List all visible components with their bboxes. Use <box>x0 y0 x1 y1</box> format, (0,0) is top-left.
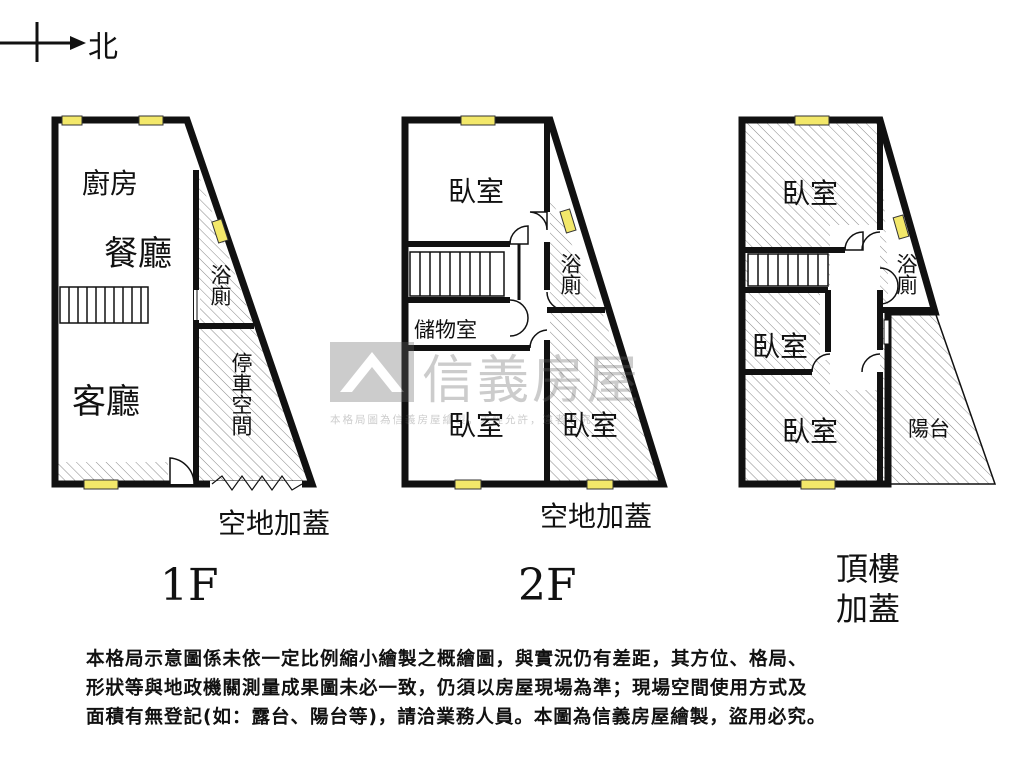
watermark-notice: 本格局圖為信義房屋繪製，未經允許，違者必究 <box>330 414 593 426</box>
disclaimer-line: 面積有無登記(如：露台、陽台等)，請洽業務人員。本圖為信義房屋繪製，盜用必究。 <box>86 707 827 728</box>
stairs-icon <box>747 253 829 287</box>
disclaimer-line: 本格局示意圖係未依一定比例縮小繪製之概繪圖，與實況仍有差距，其方位、格局、 <box>86 649 808 670</box>
disclaimer-note: 本格局示意圖係未依一定比例縮小繪製之概繪圖，與實況仍有差距，其方位、格局、 形狀… <box>86 645 1016 732</box>
door-icon <box>811 231 899 373</box>
room-balcony: 陽台 <box>908 417 950 441</box>
floor-1f-plan <box>51 115 317 492</box>
window-icon <box>454 115 614 490</box>
floor-title-2f: 2F <box>518 560 577 611</box>
compass-arrow-icon <box>0 22 86 62</box>
extension-label-2f: 空地加蓋 <box>540 500 653 533</box>
door-icon <box>169 290 200 485</box>
disclaimer-line: 形狀等與地政機關測量成果圖未必一致，仍須以房屋現場為準；現場空間使用方式及 <box>86 678 808 699</box>
floor-roof-plan <box>738 115 997 490</box>
room-bedroom-2f-right: 臥室 <box>562 409 619 442</box>
room-bedroom-roof-bottom: 臥室 <box>782 415 839 448</box>
floor-title-1f: 1F <box>160 560 219 611</box>
window-icon <box>61 115 229 490</box>
floor-title-roof-line1: 頂樓 <box>836 550 901 588</box>
extension-label-1f: 空地加蓋 <box>218 507 331 540</box>
brand-logo-icon <box>330 342 414 402</box>
stairs-icon <box>59 286 149 324</box>
room-bedroom-2f-left: 臥室 <box>448 409 505 442</box>
room-bedroom-roof-mid: 臥室 <box>752 330 809 363</box>
room-dining: 餐廳 <box>104 234 172 274</box>
floor-title-roof-line2: 加蓋 <box>836 590 901 628</box>
room-living: 客廳 <box>72 382 140 422</box>
room-storage: 儲物室 <box>414 318 477 342</box>
watermark: 信義房屋 本格局圖為信義房屋繪製，未經允許，違者必究 <box>330 338 700 428</box>
room-bathroom-roof: 浴廁 <box>894 253 918 295</box>
room-bedroom-roof-top: 臥室 <box>782 177 839 210</box>
door-icon <box>509 211 566 349</box>
watermark-brand: 信義房屋 <box>422 351 643 411</box>
stairs-icon <box>409 251 505 297</box>
room-bathroom-2f: 浴廁 <box>558 253 582 295</box>
compass-north-label: 北 <box>88 30 118 65</box>
floor-2f-plan <box>401 115 668 490</box>
room-kitchen: 廚房 <box>82 167 139 200</box>
room-bathroom-1f: 浴廁 <box>208 264 232 306</box>
garage-door-icon <box>210 474 303 492</box>
room-parking: 停車空間 <box>229 352 253 436</box>
window-icon <box>794 115 910 490</box>
room-bedroom-2f-top: 臥室 <box>448 175 505 208</box>
